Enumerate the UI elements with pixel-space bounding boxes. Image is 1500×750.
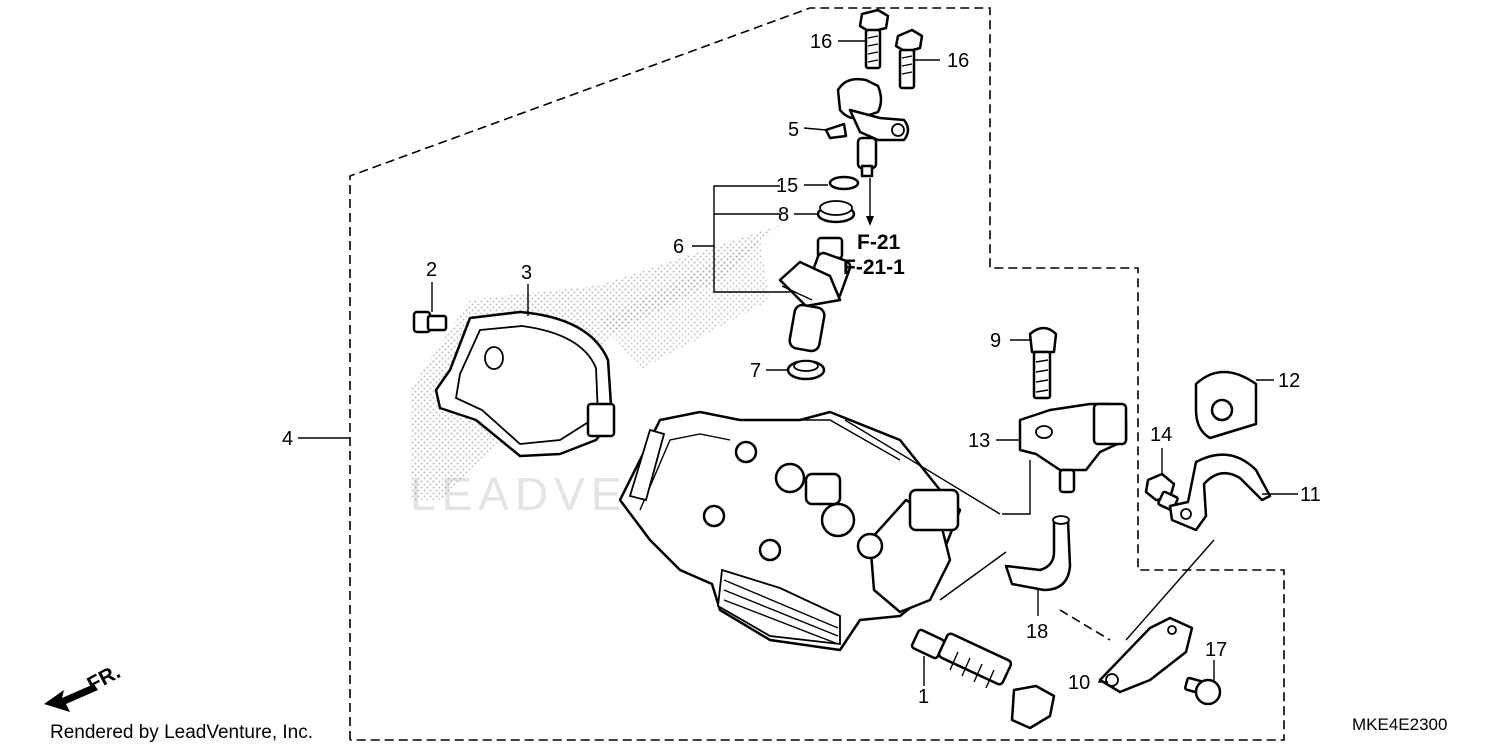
front-arrow-icon: FR. — [44, 660, 124, 712]
callout-labels: 16 16 5 15 8 6 7 2 3 4 9 13 12 14 11 18 … — [282, 31, 1321, 708]
grommet-12 — [1194, 370, 1258, 440]
reference-f21: F-21 — [857, 231, 901, 254]
bolt-17 — [1183, 676, 1222, 706]
assembly-boundary — [349, 7, 1285, 741]
bolt-16-right — [894, 28, 924, 90]
callout-18: 18 — [1026, 621, 1048, 643]
o-ring-7 — [786, 359, 826, 381]
callout-4: 4 — [282, 428, 293, 450]
screw-1 — [910, 628, 1056, 730]
callout-16-left: 16 — [810, 31, 832, 53]
bracket-10 — [1098, 616, 1194, 694]
sensor-13 — [1018, 402, 1128, 494]
callout-17: 17 — [1205, 639, 1227, 661]
bolt-16-left — [858, 8, 890, 70]
callout-15: 15 — [776, 175, 798, 197]
cover-3 — [434, 310, 616, 458]
clamp-11 — [1168, 453, 1272, 532]
injector-6 — [778, 236, 852, 353]
seal-8 — [816, 200, 856, 224]
callout-5: 5 — [788, 119, 799, 141]
o-ring-15 — [828, 175, 860, 191]
callout-8: 8 — [778, 204, 789, 226]
callout-7: 7 — [750, 360, 761, 382]
callout-1: 1 — [918, 686, 929, 708]
bolt-2 — [412, 310, 448, 334]
footer-credit: Rendered by LeadVenture, Inc. — [50, 722, 313, 743]
callout-6: 6 — [673, 236, 684, 258]
callout-3: 3 — [521, 262, 532, 284]
callout-13: 13 — [968, 430, 990, 452]
callout-10: 10 — [1068, 672, 1090, 694]
throttle-body-4 — [618, 410, 962, 652]
callout-12: 12 — [1278, 370, 1300, 392]
bolt-9 — [1028, 326, 1058, 400]
bolt-14 — [1144, 472, 1179, 512]
callout-16-right: 16 — [947, 50, 969, 72]
callout-2: 2 — [426, 259, 437, 281]
boundary-inner-dash — [1059, 609, 1111, 641]
callout-14: 14 — [1150, 424, 1172, 446]
callout-9: 9 — [990, 330, 1001, 352]
footer-diagram-code: MKE4E2300 — [1352, 715, 1447, 734]
hose-18 — [1004, 515, 1072, 592]
callout-11: 11 — [1300, 484, 1321, 506]
injector-fitting-5 — [824, 77, 910, 178]
reference-f21-1: F-21-1 — [843, 256, 905, 279]
